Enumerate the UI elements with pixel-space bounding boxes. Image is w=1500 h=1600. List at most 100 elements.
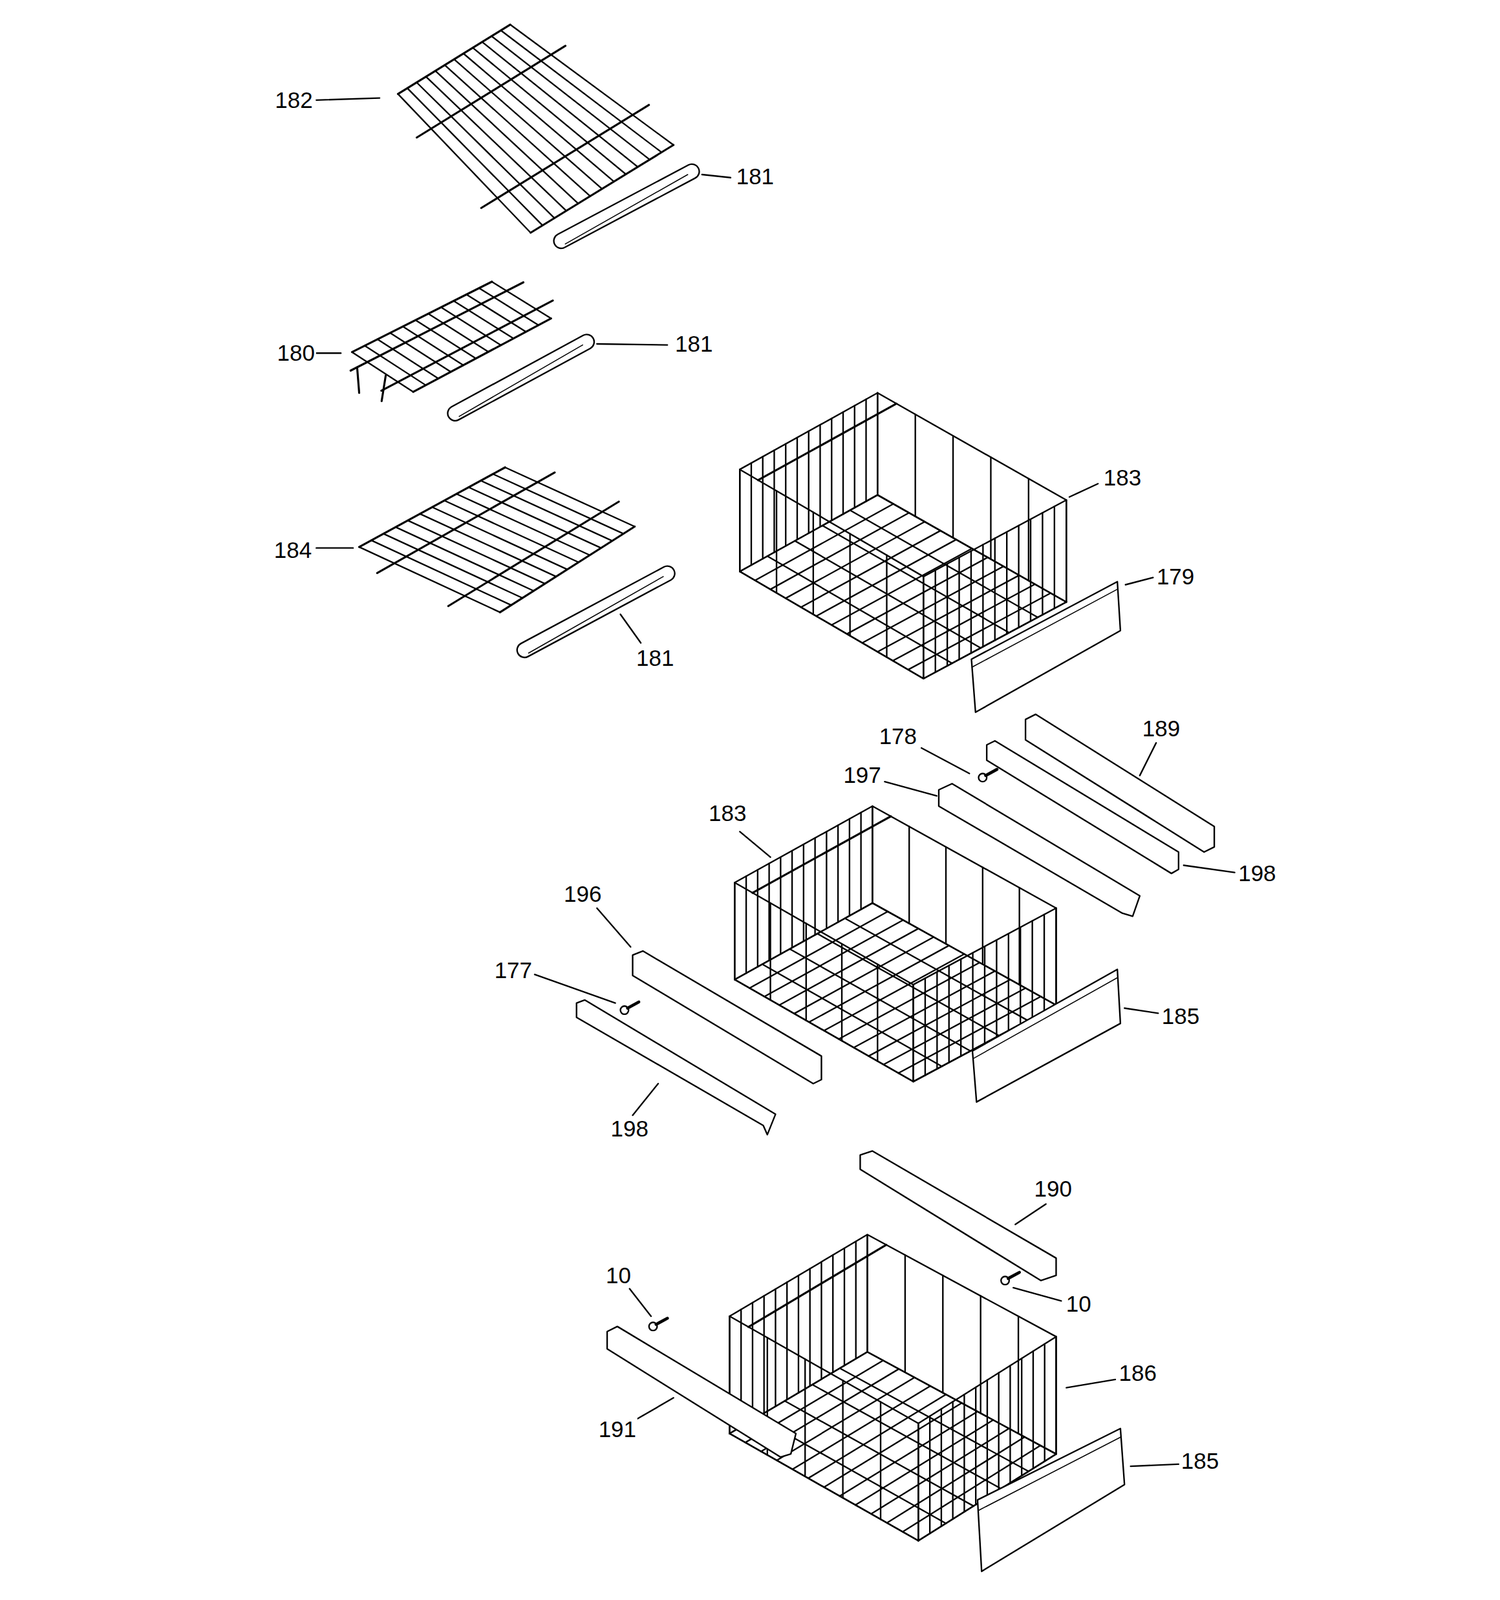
leader-line [316, 98, 380, 101]
basket-wire [839, 1368, 1029, 1472]
leader-line [596, 343, 668, 346]
leader-line [1124, 1007, 1158, 1014]
leader-line [596, 908, 631, 948]
basket-wire [745, 876, 747, 974]
basket-wire [865, 399, 867, 502]
basket-wire [904, 1254, 906, 1372]
basket-wire [1055, 1337, 1057, 1455]
basket-wire [784, 444, 787, 547]
screw [656, 1318, 668, 1325]
basket-wire [757, 870, 759, 968]
drawer-front [973, 977, 1118, 1060]
basket-wire [733, 882, 736, 980]
basket-wire [1043, 914, 1045, 1012]
callout-number: 181 [735, 164, 776, 190]
basket-wire [751, 1302, 754, 1420]
basket-wire [853, 971, 995, 1048]
basket-wire [1007, 933, 1010, 1031]
basket-wire [739, 469, 741, 572]
shelf-wire [407, 87, 543, 225]
leader-line [1069, 483, 1098, 498]
basket-wire [794, 541, 981, 649]
basket-wire [809, 1268, 811, 1386]
basket-wire [1044, 1344, 1046, 1462]
basket-wire [854, 406, 856, 509]
basket-wire [823, 954, 965, 1031]
leader-line [1183, 865, 1235, 873]
basket-wire [979, 1296, 981, 1414]
screw [1007, 1272, 1019, 1279]
basket-wire [855, 1420, 994, 1506]
basket-wire [767, 556, 953, 664]
callout-number: 197 [841, 762, 882, 789]
basket-wire [876, 393, 879, 496]
basket-wire [842, 411, 844, 515]
leader-line [316, 352, 341, 354]
leader-line [632, 1083, 659, 1116]
shelf-wire [398, 93, 531, 233]
screw [627, 1002, 639, 1008]
callout-number: 181 [634, 645, 675, 672]
basket-wire [792, 1386, 931, 1470]
basket-wire [812, 1384, 1001, 1490]
shelf-wire [398, 24, 511, 94]
drawer-front [978, 1437, 1122, 1511]
shelf-wire [351, 281, 492, 353]
callout-number: 181 [673, 331, 714, 357]
shelf-trim [528, 576, 664, 654]
basket-wire [952, 435, 954, 538]
basket-wire [922, 576, 924, 679]
shelf-wire [468, 487, 602, 549]
basket-wire [1055, 908, 1057, 1006]
basket-wire [850, 510, 1038, 618]
slide-rail [986, 740, 1179, 874]
basket-wire [769, 903, 771, 1001]
leader-line [1015, 1203, 1046, 1225]
basket-wire [830, 418, 833, 521]
basket-wire [733, 882, 736, 980]
shelf-wire [428, 313, 489, 352]
basket-wire [784, 1401, 974, 1507]
shelf-trim [561, 171, 692, 241]
shelf-wire [415, 320, 476, 359]
leader-line [1125, 577, 1154, 585]
basket-wire [820, 1262, 822, 1380]
basket-rim [734, 806, 1056, 985]
callout-number: 177 [493, 958, 534, 984]
basket-wire [866, 1234, 868, 1352]
basket-wire [804, 1359, 806, 1477]
basket-wire [1055, 908, 1057, 1006]
basket-wire [912, 984, 914, 1082]
basket-wire [837, 825, 839, 923]
shelf-trim [455, 342, 588, 414]
callout-number: 10 [604, 1263, 633, 1289]
callout-number: 185 [1179, 1448, 1221, 1475]
basket-wire [796, 437, 798, 540]
basket-wire [779, 857, 782, 955]
basket-wire [838, 962, 980, 1040]
basket-wire [914, 414, 916, 517]
basket-wire [776, 1377, 915, 1461]
basket-wire [945, 846, 947, 944]
shelf-wire [402, 326, 464, 366]
basket-wire [770, 512, 910, 590]
basket-wire [848, 534, 851, 637]
basket-wire [876, 964, 879, 1062]
callout-number: 185 [1160, 1004, 1201, 1030]
basket-wire [822, 525, 1010, 633]
basket-wire [879, 1402, 882, 1520]
basket-wire [917, 1423, 919, 1541]
basket-wire [866, 1234, 868, 1352]
support-bar [938, 783, 1140, 917]
basket-wire [773, 450, 775, 553]
basket-wire [762, 456, 764, 559]
shelf-wire [383, 534, 523, 599]
basket-wire [805, 923, 807, 1021]
callout-number: 189 [1141, 716, 1182, 742]
shelf-wire [504, 467, 635, 527]
basket-wire [989, 457, 992, 560]
shelf-trim [524, 573, 668, 650]
basket-wire [876, 393, 879, 496]
callout-number: 183 [1102, 464, 1143, 491]
